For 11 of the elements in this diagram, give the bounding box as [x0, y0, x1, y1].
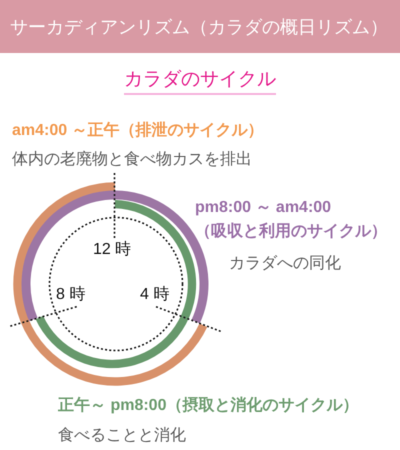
cycle-heading: am4:00 ～正午（排泄のサイクル）	[12, 120, 264, 140]
underlined-heading: カラダのサイクル	[124, 69, 276, 95]
description-text: 食べることと消化	[58, 426, 186, 444]
cycle-heading: pm8:00 ～ am4:00（吸収と利用のサイクル）	[195, 198, 388, 242]
clock-label: 8 時	[56, 284, 86, 304]
description-text: 体内の老廃物と食べ物カスを排出	[12, 150, 252, 168]
title-bar: サーカディアンリズム（カラダの概日リズム）	[0, 0, 400, 53]
description-text: カラダへの同化	[229, 254, 341, 272]
clock-label: 12 時	[93, 240, 132, 258]
cycle-heading: 正午～ pm8:00（摂取と消化のサイクル）	[58, 396, 358, 414]
clock-label: 4 時	[140, 284, 170, 304]
